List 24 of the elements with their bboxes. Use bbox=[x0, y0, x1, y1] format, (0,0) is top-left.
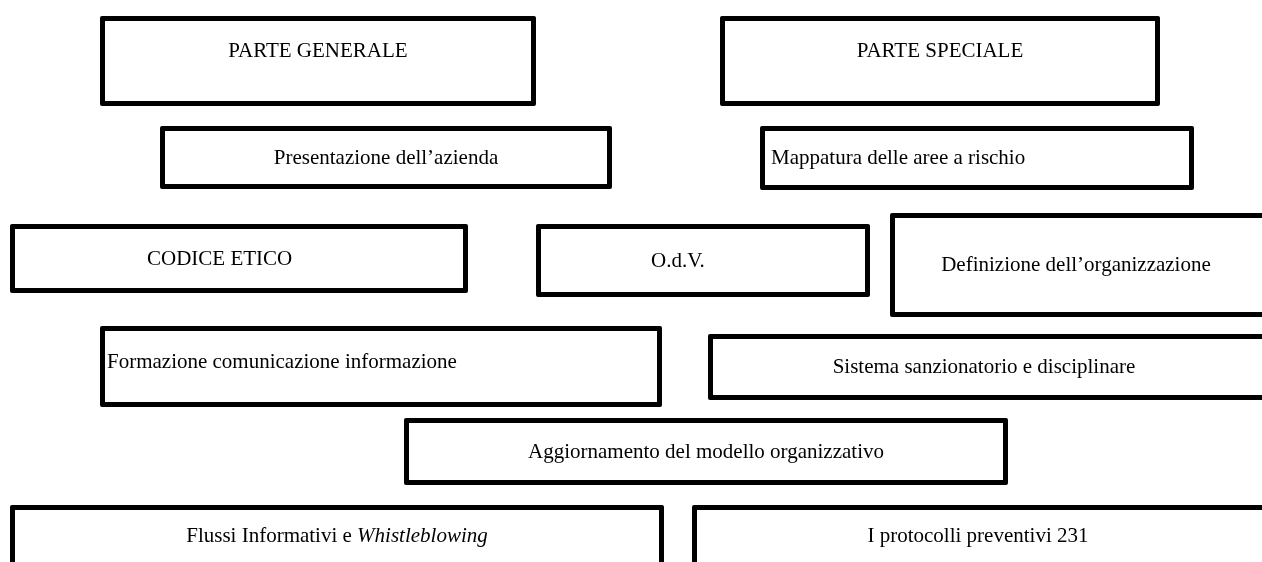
box-label: Mappatura delle aree a rischio bbox=[771, 144, 1026, 172]
box-label: Formazione comunicazione informazione bbox=[107, 348, 457, 375]
text-box bbox=[720, 16, 1160, 106]
text-box bbox=[100, 16, 536, 106]
box-label: PARTE SPECIALE bbox=[856, 37, 1024, 64]
box-label: I protocolli preventivi 231 bbox=[867, 522, 1089, 549]
text-box bbox=[10, 224, 468, 293]
box-label: PARTE GENERALE bbox=[228, 37, 408, 64]
text-box bbox=[708, 334, 1262, 400]
box-label: O.d.V. bbox=[650, 246, 705, 274]
text-box bbox=[890, 213, 1262, 317]
text-box bbox=[10, 505, 664, 562]
text-box bbox=[100, 326, 662, 407]
box-label: Definizione dell’organizzazione bbox=[941, 251, 1211, 279]
text-box bbox=[160, 126, 612, 189]
text-box bbox=[692, 505, 1262, 562]
text-box bbox=[536, 224, 870, 297]
box-label: Presentazione dell’azienda bbox=[273, 143, 499, 171]
text-box bbox=[760, 126, 1194, 190]
text-box bbox=[404, 418, 1008, 485]
box-label: Aggiornamento del modello organizzativo bbox=[528, 437, 884, 465]
box-label: CODICE ETICO bbox=[146, 244, 293, 272]
box-label: Sistema sanzionatorio e disciplinare bbox=[832, 353, 1136, 381]
box-label: Flussi Informativi e Whistleblowing bbox=[186, 522, 488, 549]
